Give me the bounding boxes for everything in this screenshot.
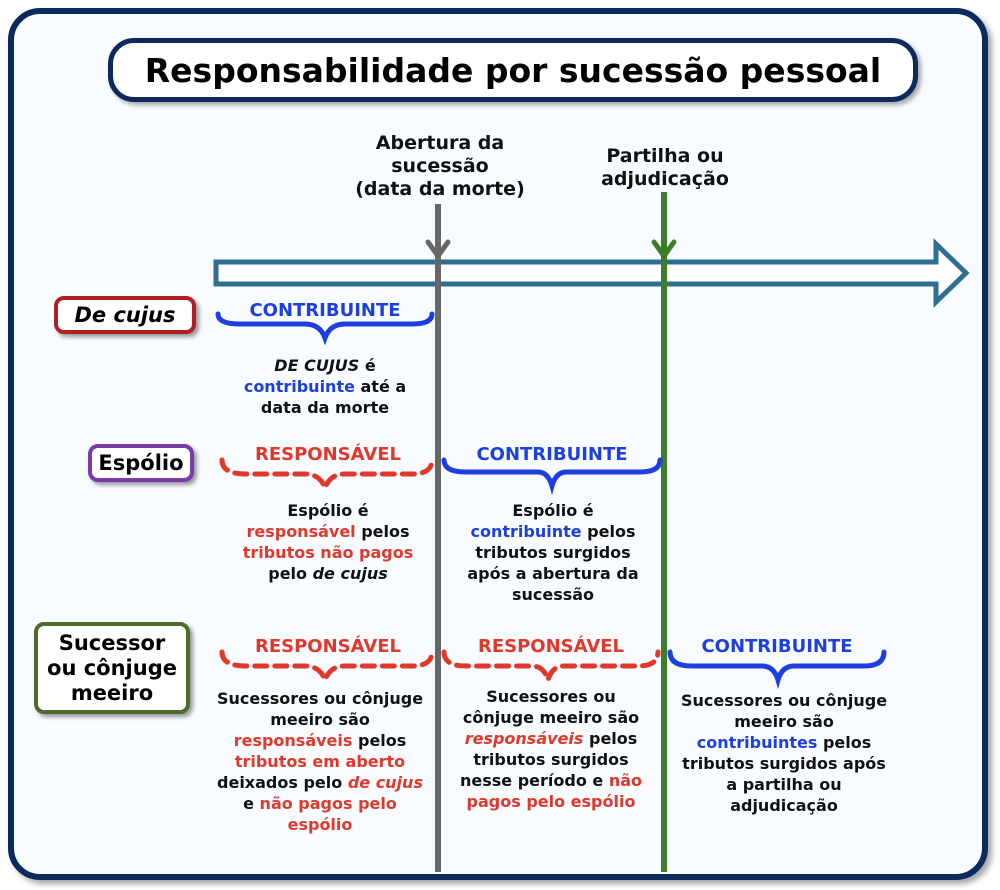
desc-text: até a [354,377,407,396]
timeline-arrow [213,238,970,308]
partilha-arrowhead [651,239,677,259]
desc-text: meeiro são [734,712,834,731]
de-cujus-description: DE CUJUS é contribuinte até a data da mo… [218,355,432,418]
desc-text: Espólio é [512,501,594,520]
desc-text: é [359,356,376,375]
desc-text: meeiro são [270,710,370,729]
desc-highlight: não pagos pelo [259,794,397,813]
sucessor-responsavel-brace-2 [441,649,661,690]
desc-text: tributos surgidos [473,750,629,769]
desc-highlight: responsáveis [464,729,584,748]
desc-highlight: tributos em aberto [234,752,406,771]
de-cujus-brace-label: CONTRIBUINTE [249,300,401,321]
desc-highlight: contribuintes [696,733,818,752]
desc-highlight: responsáveis [233,731,353,750]
desc-text: deixados pelo [217,773,348,792]
desc-highlight: de cujus [347,773,423,792]
row-label-de-cujus: De cujus [54,296,196,334]
desc-text: e [243,794,260,813]
desc-text: Sucessores ou [486,687,616,706]
desc-text: nesse período e [459,771,609,790]
desc-text: data da morte [260,398,390,417]
desc-text: a partilha ou [726,775,842,794]
partilha-label-line2: adjudicação [601,168,729,190]
desc-text: pelo [268,564,313,583]
partilha-label-line1: Partilha ou [606,145,724,167]
desc-text: pelos [355,522,410,541]
row-label-espolio: Espólio [88,444,194,482]
sucessor-description-2: Sucessores ou cônjuge meeiro são respons… [444,686,658,812]
desc-text: pelos [581,522,636,541]
espolio-description-1: Espólio é responsável pelos tributos não… [218,500,438,584]
desc-highlight: responsável [246,522,356,541]
desc-text: adjudicação [730,796,838,815]
title-box: Responsabilidade por sucessão pessoal [108,38,918,102]
de-cujus-contribuinte-brace [215,311,435,346]
desc-text: tributos surgidos [475,543,631,562]
desc-text: pelos [352,731,407,750]
espolio-contribuinte-brace [441,457,663,496]
abertura-label: Abertura da sucessão (data da morte) [330,132,550,201]
sucessor-description-3: Sucessores ou cônjuge meeiro são contrib… [668,690,900,816]
sucessor-description-1: Sucessores ou cônjuge meeiro são respons… [204,688,436,835]
desc-highlight: contribuinte [470,522,582,541]
desc-text: de cujus [312,564,388,583]
desc-text: pelos [817,733,872,752]
desc-text: Sucessores ou cônjuge [680,691,888,710]
desc-highlight: tributos não pagos [242,543,414,562]
desc-text: pelos [583,729,638,748]
abertura-arrowhead [425,239,451,259]
desc-text: após a abertura da [467,564,639,583]
desc-highlight: não [608,771,642,790]
sucessor-contribuinte-brace [667,649,887,690]
desc-text: Sucessores ou cônjuge [216,689,424,708]
desc-text: cônjuge meeiro são [462,708,640,727]
desc-text: sucessão [511,585,595,604]
desc-highlight: espólio [287,815,353,834]
page-title: Responsabilidade por sucessão pessoal [144,50,882,90]
sucessor-brace-label-3: CONTRIBUINTE [701,636,853,657]
row-label-espolio-text: Espólio [98,451,184,475]
desc-highlight: pagos pelo espólio [466,792,636,811]
row-label-sucessor: Sucessor ou cônjuge meeiro [34,622,190,714]
sucessor-responsavel-brace-1 [219,649,435,688]
row-label-de-cujus-text: De cujus [74,303,176,327]
desc-highlight: contribuinte [243,377,355,396]
desc-text: Espólio é [287,501,369,520]
abertura-label-line3: (data da morte) [355,178,525,200]
sucessor-brace-label-1: RESPONSÁVEL [254,636,402,657]
sucessor-brace-label-2: RESPONSÁVEL [477,636,625,657]
row-label-sucessor-line3: meeiro [70,680,154,705]
partilha-label: Partilha ou adjudicação [565,145,765,191]
espolio-brace-label-1: RESPONSÁVEL [254,444,402,465]
espolio-responsavel-brace [219,457,435,496]
desc-text: DE CUJUS [274,356,360,375]
espolio-brace-label-2: CONTRIBUINTE [476,444,628,465]
espolio-description-2: Espólio é contribuinte pelos tributos su… [444,500,662,605]
abertura-label-line2: sucessão [391,155,489,177]
row-label-sucessor-line2: ou cônjuge [47,655,177,680]
desc-text: tributos surgidos após [682,754,886,773]
row-label-sucessor-line1: Sucessor [58,630,166,655]
abertura-label-line1: Abertura da [375,132,505,154]
